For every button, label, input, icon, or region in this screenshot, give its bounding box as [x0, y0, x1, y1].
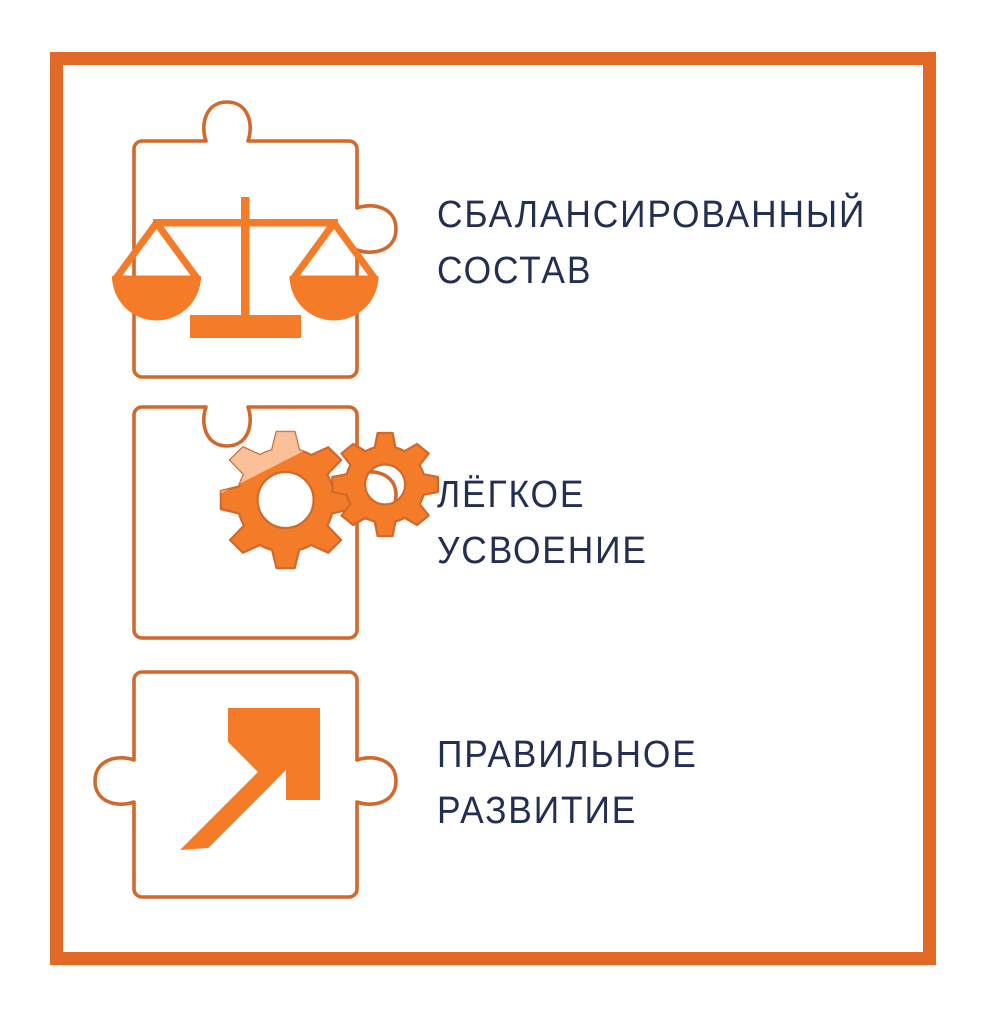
puzzle-row-easy-absorption[interactable]	[80, 382, 439, 657]
puzzle-piece-easy-absorption[interactable]	[80, 382, 439, 657]
label-easy-absorption: ЛЁГКОЕ УСВОЕНИЕ	[437, 474, 648, 572]
gear-small	[331, 431, 439, 538]
scales-left-bowl	[112, 276, 201, 321]
arrow-up-right-icon	[180, 708, 320, 850]
outer-frame-border	[50, 52, 936, 965]
puzzle-row-balanced-composition[interactable]	[80, 90, 430, 390]
puzzle-row-proper-development[interactable]	[80, 650, 430, 920]
scales-beam	[153, 219, 338, 227]
puzzle-piece-proper-development[interactable]	[80, 650, 430, 920]
label-balanced-composition: СБАЛАНСИРОВАННЫЙ СОСТАВ	[437, 194, 867, 292]
balance-scales-icon	[112, 197, 379, 338]
scales-right-bowl	[289, 276, 379, 321]
scales-base	[190, 315, 301, 338]
label-proper-development: ПРАВИЛЬНОЕ РАЗВИТИЕ	[437, 734, 698, 832]
puzzle-piece-balanced-composition[interactable]	[80, 90, 430, 390]
arrow-shape	[180, 708, 320, 850]
gear-small-body	[331, 431, 439, 538]
scales-post	[241, 197, 250, 319]
